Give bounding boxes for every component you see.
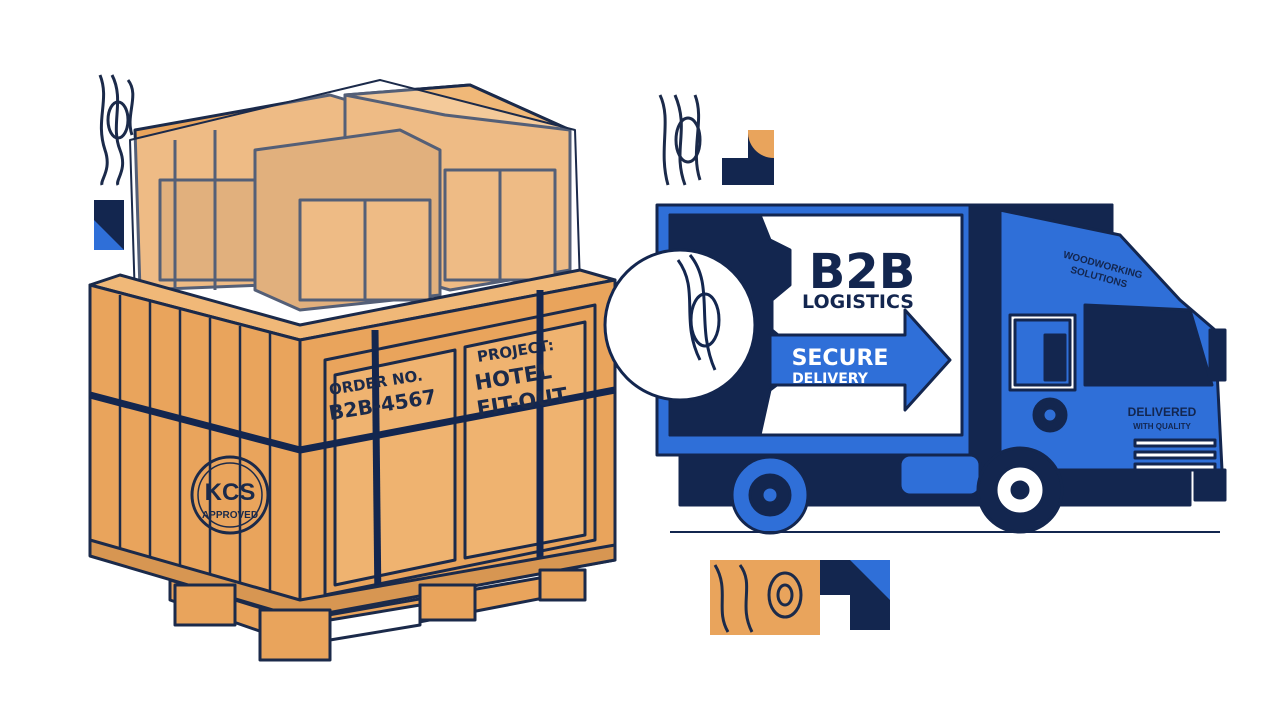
stamp-top-text: KCS [205,479,256,506]
door-text-1: DELIVERED [1128,405,1197,419]
banner-subtitle: LOGISTICS [802,291,914,313]
wood-grain-swatch-top [658,94,702,186]
gear-emblem-icon [603,213,792,437]
corner-accent-bottom [820,560,890,630]
banner-title: B2B [809,244,916,300]
arrow-text-1: SECURE [792,346,889,371]
corner-accent-top [722,130,774,185]
rear-wheel [730,455,810,535]
door-text-2: WITH QUALITY [1133,422,1191,431]
stamp-bottom-text: APPROVED [202,510,258,521]
front-wheel [976,446,1064,534]
wood-grain-swatch-left [98,74,135,186]
pallet [168,568,587,662]
delivery-truck [603,203,1227,535]
wood-grain-swatch-bottom [710,560,820,635]
corner-accent-left [94,200,124,250]
arrow-text-2: DELIVERY [792,371,869,387]
wrapped-furniture [133,83,572,312]
secure-delivery-arrow [768,308,952,412]
crate-straps [89,290,616,606]
kcs-approved-stamp: KCS APPROVED [190,455,270,535]
shipping-crate [88,79,617,662]
